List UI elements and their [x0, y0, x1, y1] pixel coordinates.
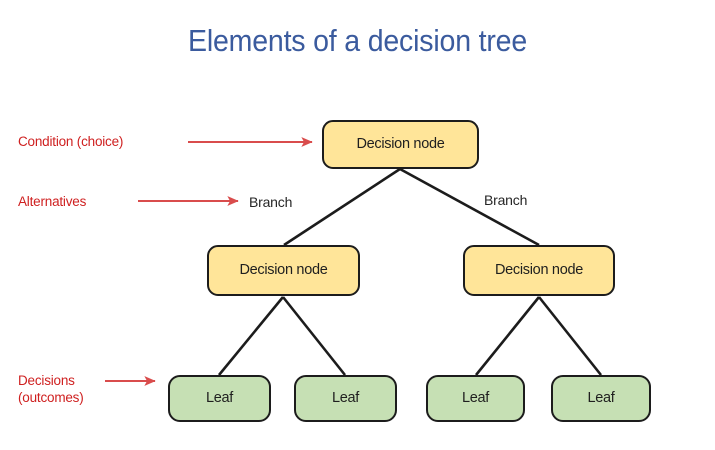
- annotation-alternatives: Alternatives: [18, 194, 87, 209]
- leaf-node-4[interactable]: Leaf: [551, 375, 651, 422]
- decision-node-right[interactable]: Decision node: [463, 245, 615, 296]
- node-label: Leaf: [461, 390, 490, 407]
- decision-node-left[interactable]: Decision node: [207, 245, 360, 296]
- node-label: Decision node: [495, 262, 583, 279]
- branch-label-right: Branch: [484, 192, 528, 208]
- decision-node-root[interactable]: Decision node: [322, 120, 479, 169]
- edge-root-left: [283, 167, 401, 247]
- annotation-decisions-line2: (outcomes): [18, 390, 84, 405]
- annotation-decisions-line1: Decisions: [18, 373, 75, 388]
- node-label: Decision node: [356, 136, 445, 153]
- edge-right-leaf4: [537, 296, 603, 376]
- edge-right-leaf3: [474, 296, 541, 376]
- node-label: Leaf: [205, 390, 234, 407]
- annotation-decisions: Decisions (outcomes): [18, 372, 84, 406]
- edge-left-leaf2: [281, 296, 347, 376]
- page-title: Elements of a decision tree: [187, 23, 528, 58]
- leaf-node-2[interactable]: Leaf: [294, 375, 397, 422]
- node-label: Decision node: [239, 262, 328, 279]
- node-label: Leaf: [331, 390, 360, 407]
- edge-left-leaf1: [217, 296, 285, 376]
- annotation-condition: Condition (choice): [18, 134, 124, 149]
- branch-label-left: Branch: [249, 194, 293, 210]
- leaf-node-1[interactable]: Leaf: [168, 375, 271, 422]
- leaf-node-3[interactable]: Leaf: [426, 375, 525, 422]
- node-label: Leaf: [587, 390, 615, 407]
